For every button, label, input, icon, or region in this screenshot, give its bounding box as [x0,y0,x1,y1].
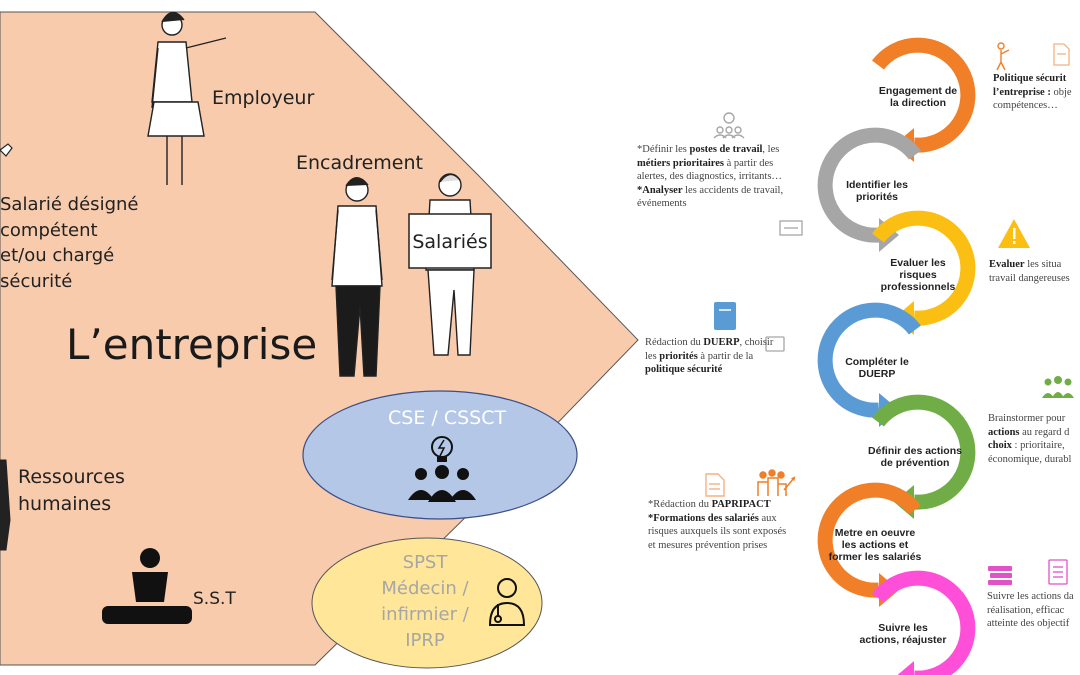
manager-figure [331,177,383,377]
cse-label: CSE / CSSCT [388,407,507,429]
idea-team-icon [408,436,476,502]
enterprise-title: L’entreprise [66,320,318,369]
hr-label: Ressources humaines [18,466,125,515]
document-orange-icon [705,473,725,497]
note-implementation: *Rédaction du PAPRIPACT *Formations des … [648,499,787,551]
doctor-icon [488,578,526,626]
first-aid-cpr-icon [102,548,192,624]
hr-figure [0,459,11,551]
person-pointing-icon [996,42,1010,71]
document-outline-icon [1053,43,1070,66]
management-label: Encadrement [296,152,423,174]
note-evaluate: Evaluer les situa travail dangereuses [989,259,1070,284]
employees-sign [408,213,492,269]
designated-employee-hand [0,143,13,157]
checklist-icon [1048,559,1068,585]
employer-label: Employeur [212,87,315,109]
books-icon [988,566,1012,585]
cycle-arrowhead-follow-up [897,661,914,675]
cycle-arrow-follow-up [872,570,976,675]
cycle-arrow-engagement [872,37,976,153]
note-brainstorm: Brainstormer pour actions au regard d ch… [988,413,1072,465]
employer-figure [147,11,227,185]
team-green-icon [1042,376,1074,398]
team-location-icon [713,112,745,139]
document-blue-icon [714,302,736,330]
warning-icon [998,219,1030,248]
spst-ellipse [311,537,543,669]
note-follow-up: Suivre les actions da réalisation, effic… [987,591,1074,629]
cycle-arrow-priorities [817,127,921,243]
tablet-icon [765,336,785,352]
sst-label: S.S.T [193,589,236,609]
cycle-arrow-evaluate-risks [872,210,976,326]
designated-employee-label: Salarié désigné compétent et/ou chargé s… [0,194,139,292]
employees-sign-label: Salariés [412,231,488,253]
note-security-policy: Politique sécurit l’entreprise : obje co… [993,73,1072,111]
laptop-icon [779,220,803,236]
cycle-arrow-define-actions [872,394,976,510]
cycle-arrow-duerp [817,302,921,418]
spst-label: SPST Médecin / infirmier / IPRP [381,552,469,651]
cycle-arrow-implement [817,482,921,598]
note-priorities: *Définir les postes de travail, les méti… [637,144,784,209]
note-duerp: Rédaction du DUERP, choisir les priorité… [645,337,774,375]
growth-team-icon [757,469,796,496]
